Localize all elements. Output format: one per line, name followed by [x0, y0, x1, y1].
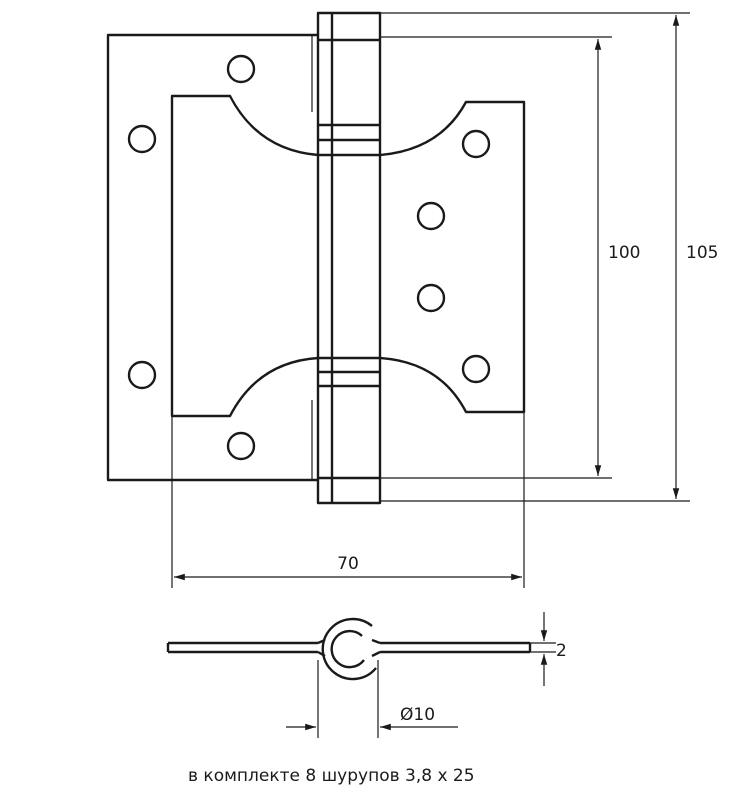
screw-hole [461, 354, 491, 384]
screw-hole [416, 201, 446, 231]
outer-leaf [106, 33, 318, 482]
screw-hole [226, 54, 256, 84]
dimension-label-diameter: Ø10 [400, 705, 435, 725]
dimension-label-70: 70 [337, 554, 359, 574]
hinge-front-view [106, 11, 526, 505]
dimension-label-2: 2 [556, 641, 567, 661]
inner-leaf-right [379, 100, 526, 414]
screw-hole [127, 360, 157, 390]
hinge-side-view [166, 617, 532, 681]
dimension-width: 70 [171, 412, 525, 588]
dimension-label-105: 105 [686, 243, 718, 263]
screw-hole [226, 431, 256, 461]
dimension-height-inner: 100 [380, 36, 640, 479]
dimension-thickness: 2 [530, 612, 567, 686]
inner-leaf-left [170, 94, 319, 418]
dimension-height-outer: 105 [380, 12, 718, 502]
dimension-knuckle-diameter: Ø10 [286, 660, 458, 738]
screw-hole [461, 129, 491, 159]
screw-hole [416, 283, 446, 313]
kit-caption: в комплекте 8 шурупов 3,8 х 25 [188, 766, 475, 786]
dimension-label-100: 100 [608, 243, 640, 263]
hinge-knuckle [316, 11, 382, 505]
screw-hole [127, 124, 157, 154]
